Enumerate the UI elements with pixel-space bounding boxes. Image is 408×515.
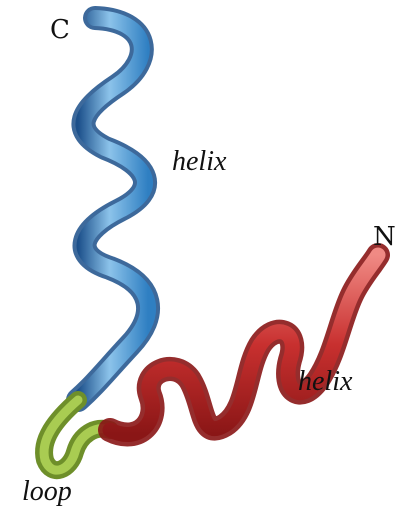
n-terminus-label: N	[373, 222, 396, 252]
upper-helix-label: helix	[172, 146, 227, 177]
c-terminus-label: C	[50, 15, 70, 45]
c-terminal-helix	[78, 18, 148, 400]
lower-helix-label: helix	[298, 366, 353, 397]
loop-label: loop	[22, 476, 72, 507]
